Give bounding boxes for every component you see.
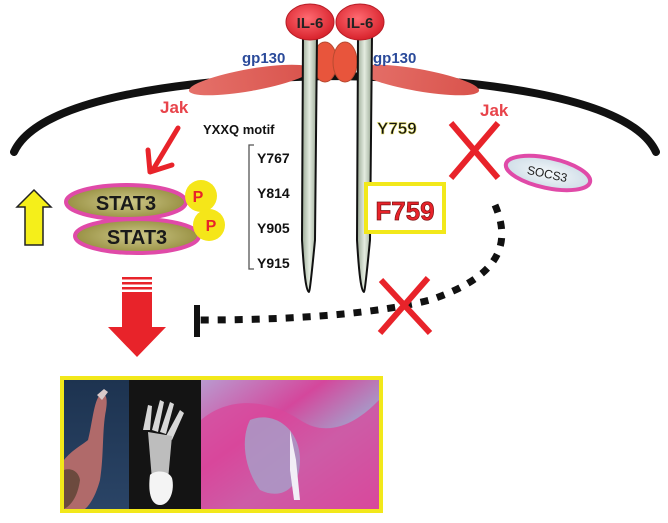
il6-left-label: IL-6 [297,15,324,32]
yxxq-motif-label: YXXQ motif [203,122,275,137]
socs3-inhibition-dotted-line [199,203,506,324]
socs3-protein [503,153,593,193]
f759-mutation-label: F759 [375,196,434,226]
il6-ligand-left [285,3,335,41]
socs3-binding-blocked-cross-icon [448,121,501,180]
gp130-dimer-oval-right [332,41,358,83]
gp130-chain-right [355,34,374,294]
stat3-dimer: STAT3 STAT3 P P [64,180,225,255]
arthritis-outcome-panel [60,376,383,513]
jak-right-shape [356,64,480,96]
phospho-bottom-icon [193,209,225,241]
jak-left-label: Jak [160,98,189,117]
inhibition-blocked-cross-icon [377,276,433,336]
f759-highlight-box [364,182,446,234]
il6-right-label: IL-6 [347,15,374,32]
paw-xray [129,380,201,509]
phospho-top-label: P [193,189,204,206]
disease-outcome-down-arrow-icon [108,277,166,357]
joint-histology-he-stain [201,380,379,509]
phospho-bottom-label: P [206,218,217,235]
stat3-bottom-label: STAT3 [107,227,167,249]
stat3-top-label: STAT3 [96,193,156,215]
gp130-left-label: gp130 [242,50,285,67]
tyrosine-y767: Y767 [257,150,290,166]
tyrosine-y814: Y814 [257,185,290,201]
jak-left-shape [188,64,312,96]
y759-site-label: Y759 [377,119,417,138]
tyrosine-y905: Y905 [257,220,290,236]
swollen-paw-photo [64,380,129,509]
gp130-right-label: gp130 [373,50,416,67]
cell-membrane [10,71,660,156]
stat3-activation-up-arrow-icon [15,188,53,246]
gp130-chain-left [300,34,319,294]
jak-phosphorylation-arrow [145,125,181,175]
jak-right-label: Jak [480,101,509,120]
phospho-top-icon [185,180,217,212]
tyrosine-bracket [248,144,254,270]
tyrosine-y915: Y915 [257,255,290,271]
il6-ligand-right [335,3,385,41]
